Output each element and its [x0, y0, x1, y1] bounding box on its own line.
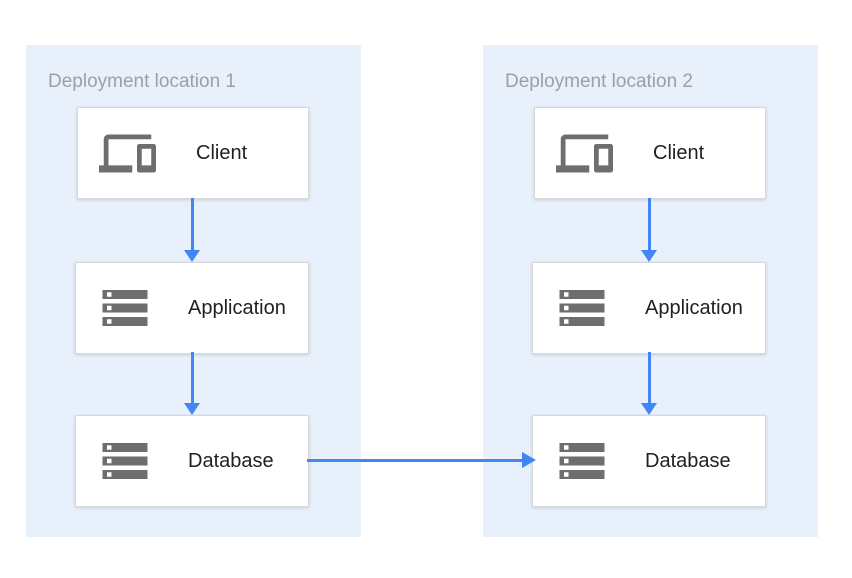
deployment-location-2-group: Deployment location 2 Client Application [483, 45, 818, 537]
arrow-line [307, 459, 523, 462]
arrow-client-to-application [641, 198, 658, 262]
storage-icon [553, 434, 611, 488]
node-label: Database [645, 449, 731, 472]
arrow-database-to-database [307, 452, 536, 469]
region-title: Deployment location 2 [505, 71, 693, 92]
devices-icon [555, 125, 613, 182]
storage-icon [96, 281, 154, 335]
node-database: Database [75, 415, 309, 507]
storage-icon [96, 434, 154, 488]
arrow-application-to-database [641, 352, 658, 415]
node-client: Client [77, 107, 309, 199]
arrow-client-to-application [184, 198, 201, 262]
node-database: Database [532, 415, 766, 507]
arrow-application-to-database [184, 352, 201, 415]
devices-icon [98, 125, 156, 182]
node-label: Application [645, 296, 743, 319]
node-client: Client [534, 107, 766, 199]
node-label: Application [188, 296, 286, 319]
node-application: Application [532, 262, 766, 354]
storage-icon [553, 281, 611, 335]
node-label: Client [653, 141, 705, 164]
node-label: Client [196, 141, 248, 164]
arrow-head [522, 452, 536, 468]
node-label: Database [188, 449, 274, 472]
node-application: Application [75, 262, 309, 354]
region-title: Deployment location 1 [48, 71, 236, 92]
deployment-location-1-group: Deployment location 1 Client Application [26, 45, 361, 537]
